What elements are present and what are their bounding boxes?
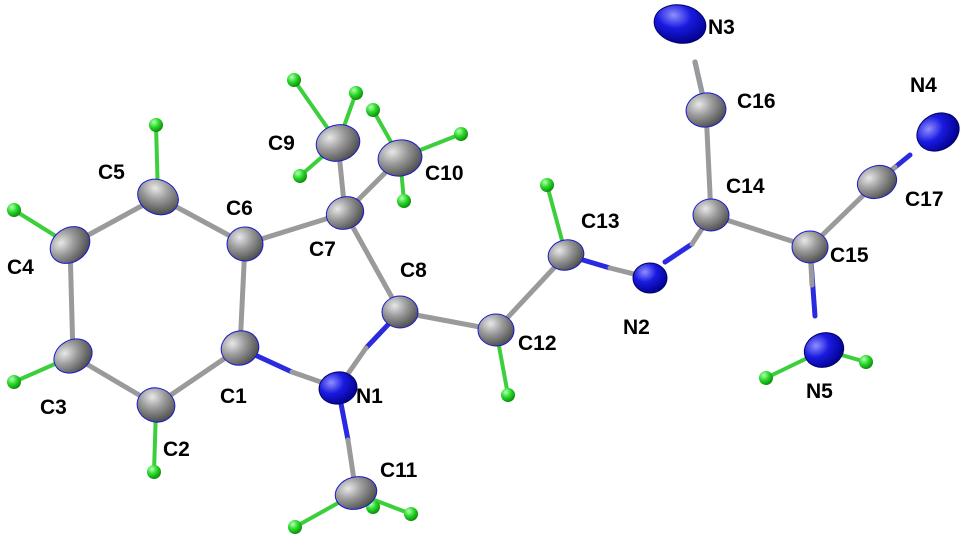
- hydrogen-atoms: [7, 73, 873, 534]
- label-N5: N5: [806, 380, 833, 403]
- label-C16: C16: [737, 90, 776, 113]
- label-C14: C14: [726, 175, 765, 198]
- atom-C4: [49, 226, 91, 264]
- label-C3: C3: [40, 396, 67, 419]
- atom-N2: [632, 262, 668, 294]
- atom-C10: [377, 139, 423, 177]
- atom-C1: [220, 330, 260, 366]
- label-C4: C4: [7, 256, 34, 279]
- label-C5: C5: [98, 161, 125, 184]
- label-C12: C12: [518, 332, 557, 355]
- carbon-atoms: [49, 92, 898, 510]
- atom-C16: [685, 92, 727, 128]
- label-N1: N1: [356, 385, 383, 408]
- atom-C14: [692, 198, 730, 232]
- atom-C3: [53, 338, 93, 374]
- atom-C15: [791, 230, 829, 264]
- label-C7: C7: [309, 238, 336, 261]
- ch-bonds: [12, 78, 868, 529]
- atom-C13: [547, 239, 585, 271]
- label-C17: C17: [905, 188, 944, 211]
- atom-N1: [318, 371, 358, 405]
- label-C9: C9: [268, 132, 295, 155]
- atom-C7: [325, 196, 365, 230]
- label-N3: N3: [708, 16, 735, 39]
- label-C2: C2: [163, 438, 190, 461]
- atom-C2: [136, 387, 176, 423]
- label-C10: C10: [425, 162, 464, 185]
- atom-C6: [226, 226, 264, 262]
- label-N2: N2: [623, 316, 650, 339]
- atom-C11: [334, 476, 378, 510]
- atom-C12: [477, 313, 515, 347]
- atom-C17: [856, 164, 898, 200]
- label-C15: C15: [830, 244, 869, 267]
- label-C11: C11: [380, 459, 418, 482]
- atom-C5: [137, 178, 179, 216]
- cc-bonds: [67, 107, 880, 408]
- label-C1: C1: [220, 385, 247, 408]
- atom-labels: C1 C2 C3 C4 C5 C6 C7 C8 C9 C10 C11 C12 C…: [7, 16, 944, 482]
- atom-N3: [653, 4, 707, 44]
- label-C13: C13: [581, 210, 620, 233]
- label-N4: N4: [910, 74, 937, 97]
- atom-C8: [381, 295, 419, 329]
- nitrogen-atoms: [318, 4, 960, 405]
- atom-N5: [803, 332, 845, 368]
- atom-C9: [315, 124, 361, 162]
- label-C6: C6: [226, 197, 253, 220]
- atom-N4: [916, 112, 960, 152]
- label-C8: C8: [400, 259, 427, 282]
